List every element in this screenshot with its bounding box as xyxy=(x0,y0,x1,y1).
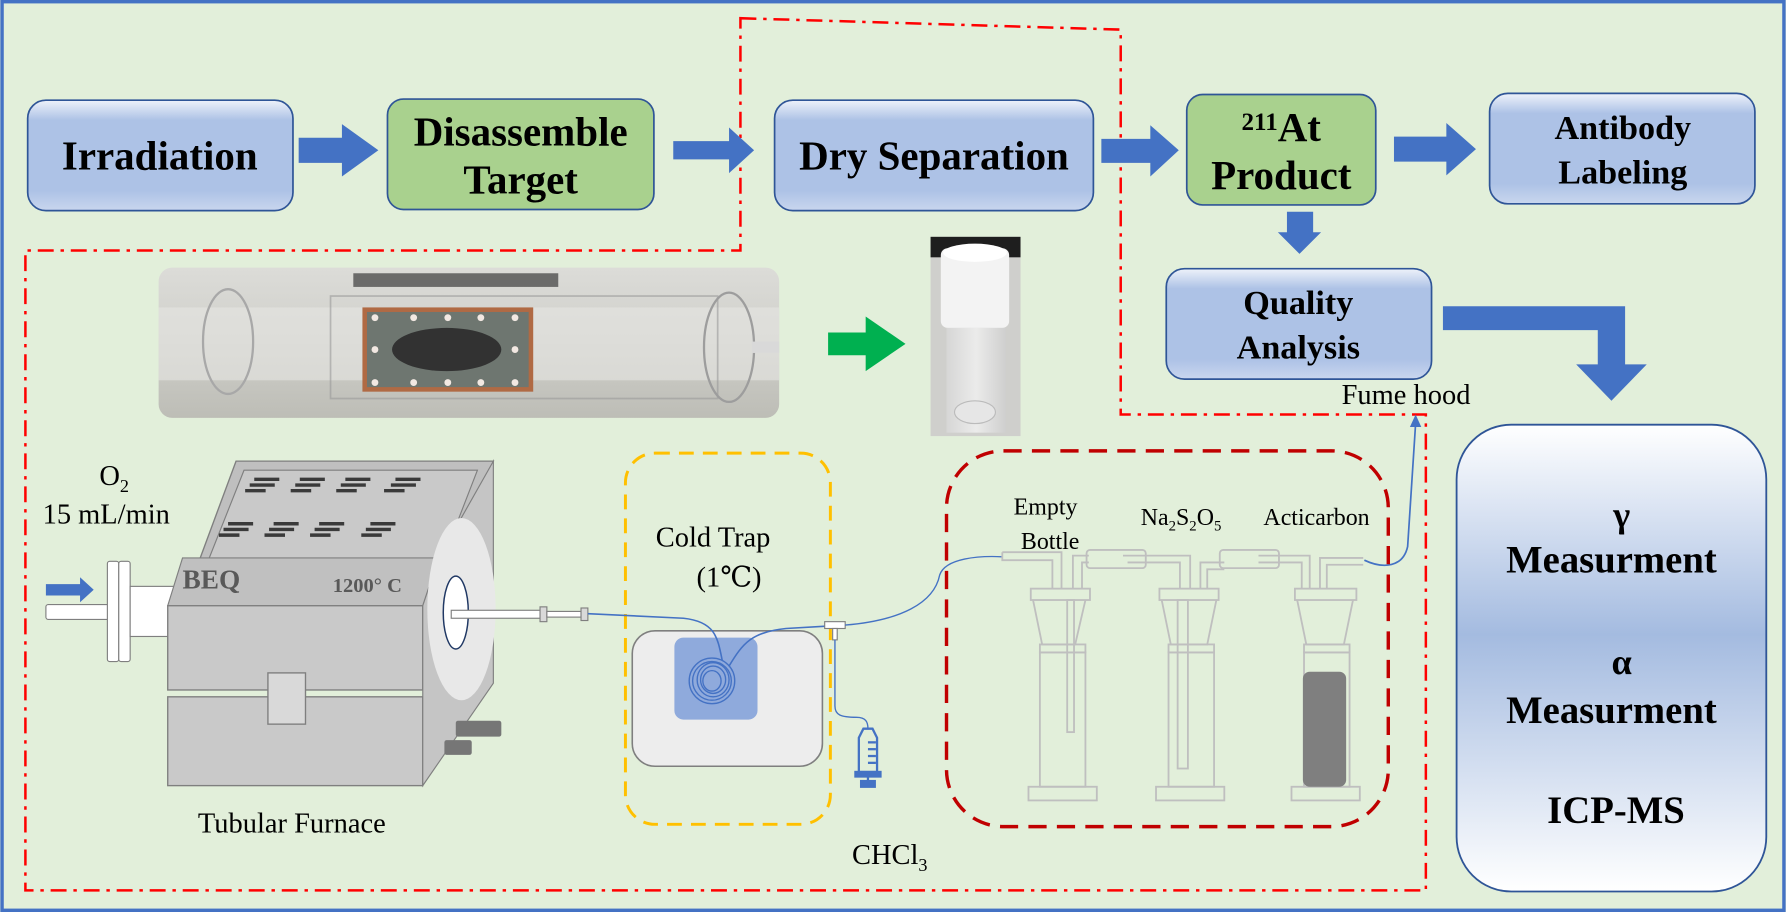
target-photo xyxy=(158,267,780,418)
isotope-mass-number: 211 xyxy=(1242,109,1278,136)
gas-washing-bottles xyxy=(1001,549,1364,802)
irradiation-label: Irradiation xyxy=(62,133,258,179)
tubular-furnace: BEQ 1200° C xyxy=(45,458,502,788)
syringe-icon xyxy=(854,727,882,788)
exhaust-arrow-icon xyxy=(1409,414,1422,427)
bent-arrow-icon xyxy=(1442,306,1647,401)
quality-label-line2: Analysis xyxy=(1237,330,1360,367)
disassemble-target-box[interactable]: Disassemble Target xyxy=(386,98,655,211)
alpha-symbol: α xyxy=(1612,642,1632,682)
quality-label-line1: Quality xyxy=(1243,285,1353,322)
gamma-symbol: γ xyxy=(1612,495,1630,535)
acticarbon-label: Acticarbon xyxy=(1263,505,1369,531)
measurement-box[interactable]: γ Measurment α Measurment ICP-MS xyxy=(1455,423,1768,893)
fume-hood-label: Fume hood xyxy=(1342,380,1471,411)
gamma-measurement-label: Measurment xyxy=(1506,540,1717,582)
formula-part: S xyxy=(1176,505,1189,531)
absorber-inlet-line xyxy=(845,555,1003,626)
arrow-icon xyxy=(1393,122,1476,176)
arrow-icon xyxy=(673,127,755,174)
at211-product-box[interactable]: 211At Product xyxy=(1185,93,1377,206)
o2-symbol: O xyxy=(99,461,120,492)
empty-bottle xyxy=(1001,551,1098,802)
gas-inlet-arrow-icon xyxy=(45,577,94,603)
antibody-labeling-box[interactable]: Antibody Labeling xyxy=(1488,92,1756,205)
disassemble-label-line2: Target xyxy=(463,157,578,203)
disassemble-label-line1: Disassemble xyxy=(414,109,628,155)
down-arrow-icon xyxy=(1277,211,1322,254)
na2s2o5-bottle xyxy=(1122,554,1226,802)
product-label-line1: 211At xyxy=(1242,104,1322,150)
na2s2o5-label: Na2S2O5 xyxy=(1141,505,1222,535)
cooling-coil-block xyxy=(674,637,758,720)
tubular-furnace-label: Tubular Furnace xyxy=(198,808,386,839)
product-vial-photo xyxy=(930,236,1021,437)
cooling-coil-icon xyxy=(688,657,736,705)
formula-subscript: 5 xyxy=(1214,519,1221,535)
tube-connector xyxy=(546,610,582,618)
alpha-measurement-label: Measurment xyxy=(1506,690,1717,732)
formula-part: Na xyxy=(1141,505,1169,531)
tube-fitting xyxy=(539,606,548,623)
empty-bottle-label-line2: Bottle xyxy=(1021,529,1079,555)
formula-part: O xyxy=(1197,505,1214,531)
irradiation-box[interactable]: Irradiation xyxy=(26,99,294,212)
absorber-boundary xyxy=(944,449,1390,829)
furnace-brand-label: BEQ xyxy=(183,565,241,595)
chcl3-subscript: 3 xyxy=(918,855,927,875)
green-arrow-icon xyxy=(828,316,906,372)
product-label-line2: Product xyxy=(1211,152,1352,198)
chcl3-formula: CHCl xyxy=(852,840,919,871)
flow-rate-label: 15 mL/min xyxy=(43,500,170,531)
tee-stem xyxy=(832,627,838,641)
o2-label: O2 xyxy=(99,461,129,496)
formula-subscript: 2 xyxy=(1189,519,1196,535)
formula-subscript: 2 xyxy=(1169,519,1176,535)
dry-separation-label: Dry Separation xyxy=(799,133,1069,179)
furnace-temperature-label: 1200° C xyxy=(333,575,402,597)
chcl3-label: CHCl3 xyxy=(852,840,928,875)
cold-trap-label: Cold Trap xyxy=(656,523,771,554)
arrow-icon xyxy=(298,124,379,177)
transfer-line xyxy=(587,612,826,667)
empty-bottle-label-line1: Empty xyxy=(1014,495,1078,521)
tee-connector xyxy=(824,621,846,630)
element-symbol: At xyxy=(1278,104,1322,150)
antibody-label-line2: Labeling xyxy=(1558,154,1687,191)
exhaust-line xyxy=(1364,423,1417,567)
tube-fitting xyxy=(580,607,589,622)
vent-slots xyxy=(218,477,421,537)
quality-analysis-box[interactable]: Quality Analysis xyxy=(1165,267,1433,380)
icp-ms-label: ICP-MS xyxy=(1547,790,1685,832)
activated-carbon-fill xyxy=(1302,671,1347,787)
syringe-line xyxy=(834,639,869,729)
quartz-tube-outlet xyxy=(450,609,541,619)
cold-trap-boundary xyxy=(623,451,832,826)
o2-subscript: 2 xyxy=(120,476,129,496)
dry-separation-box[interactable]: Dry Separation xyxy=(773,99,1095,212)
arrow-icon xyxy=(1101,125,1179,177)
target-screws xyxy=(371,314,519,386)
antibody-label-line1: Antibody xyxy=(1555,110,1692,147)
cold-trap-temperature: (1℃) xyxy=(697,562,762,593)
